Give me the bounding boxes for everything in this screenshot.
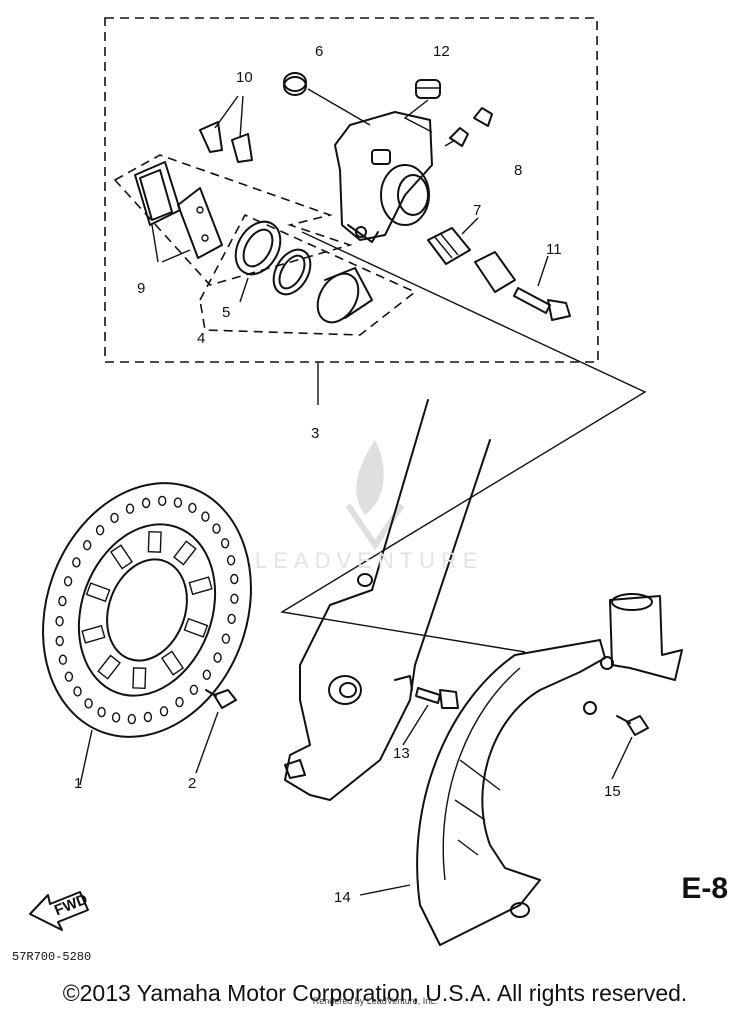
- disc-hole: [64, 671, 74, 682]
- disc-hole: [63, 576, 73, 587]
- part-12-cap: [403, 79, 441, 133]
- disc-hole: [55, 616, 64, 627]
- disc-hole: [84, 698, 93, 709]
- callout-8: 8: [514, 162, 522, 179]
- part-5-seals: [234, 220, 312, 303]
- disc-hole: [157, 495, 167, 507]
- callout-5: 5: [222, 304, 230, 321]
- callout-13: 13: [393, 745, 410, 762]
- part-2-disc-bolt: [195, 689, 237, 774]
- disc-hole: [230, 573, 239, 585]
- callout-12: 12: [433, 43, 450, 60]
- disc-hole: [111, 712, 121, 723]
- disc-hole: [110, 512, 119, 524]
- disc-hole: [226, 555, 236, 566]
- watermark-logo: [345, 440, 405, 551]
- disc-hole: [125, 503, 135, 514]
- fork-leg: [284, 399, 491, 801]
- callout-14: 14: [334, 889, 351, 906]
- caliper-body: [334, 111, 433, 243]
- rendered-by-note: Rendered by LeadVenture, Inc.: [312, 996, 438, 1006]
- part-1-brake-disc: [42, 482, 252, 786]
- disc-spoke-cutout: [183, 617, 209, 638]
- disc-spoke-cutout: [147, 530, 162, 553]
- part-15-bolt: [611, 715, 649, 780]
- callout-2: 2: [188, 775, 196, 792]
- disc-hole: [55, 635, 64, 647]
- caliper-guide-line: [280, 231, 647, 653]
- part-11-pin-bolt: [513, 255, 571, 321]
- disc-hole: [175, 696, 184, 708]
- disc-hole: [173, 497, 183, 508]
- piston: [316, 267, 373, 324]
- disc-hole: [95, 525, 105, 536]
- caliper-assembly-box: [104, 17, 599, 363]
- part-13-bolt: [402, 687, 459, 746]
- diagram-code: 57R700-5280: [12, 950, 92, 964]
- callout-1: 1: [74, 775, 82, 792]
- disc-hole: [73, 686, 82, 697]
- part-6-nut: [283, 72, 371, 126]
- section-code: E-8: [681, 872, 728, 905]
- callout-11: 11: [546, 241, 562, 258]
- copyright-notice: ©2013 Yamaha Motor Corporation, U.S.A. A…: [62, 980, 688, 1006]
- callout-4: 4: [197, 330, 205, 347]
- disc-hole: [143, 711, 153, 723]
- fwd-arrow-icon: FWD: [29, 891, 90, 931]
- disc-hole: [220, 538, 230, 549]
- callout-7: 7: [473, 202, 481, 219]
- disc-hole: [213, 652, 222, 663]
- disc-hole: [188, 502, 197, 514]
- watermark-text: LEADVENTURE: [255, 548, 484, 573]
- disc-spoke-cutout: [188, 576, 213, 596]
- part-10-pad-clips: [199, 95, 253, 163]
- disc-spoke-cutout: [81, 624, 106, 644]
- disc-spoke-cutout: [173, 540, 197, 566]
- disc-hole: [127, 713, 137, 725]
- disc-hole: [189, 684, 199, 695]
- part-7-boot: [427, 217, 516, 293]
- pad-group-outline: [113, 154, 353, 286]
- callout-10: 10: [236, 69, 253, 86]
- disc-spoke-cutout: [109, 544, 134, 570]
- disc-spoke-cutout: [132, 667, 147, 690]
- disc-hole: [227, 613, 236, 625]
- disc-hole: [202, 669, 212, 680]
- disc-hole: [230, 593, 239, 604]
- disc-hole: [221, 633, 231, 644]
- disc-hole: [58, 595, 67, 607]
- part-14-disc-guard: [359, 593, 683, 946]
- part-8-bleed-screws: [444, 107, 493, 147]
- callout-15: 15: [604, 783, 621, 800]
- piston-group-outline: [199, 213, 417, 336]
- part-9-brake-pads: [134, 161, 223, 263]
- disc-hole: [159, 706, 169, 717]
- disc-hole: [97, 706, 106, 718]
- disc-hole: [212, 523, 221, 534]
- disc-spoke-cutout: [85, 582, 111, 603]
- disc-spoke-cutout: [97, 654, 121, 680]
- callout-6: 6: [315, 43, 323, 60]
- callout-9: 9: [137, 280, 145, 297]
- disc-hole: [58, 654, 68, 665]
- disc-hole: [141, 497, 151, 509]
- callout-3: 3: [311, 425, 319, 442]
- disc-spoke-cutout: [160, 650, 185, 676]
- fwd-arrow-text: FWD: [52, 891, 90, 920]
- disc-hole: [82, 540, 92, 551]
- disc-hole: [201, 511, 210, 522]
- disc-hole: [72, 557, 81, 568]
